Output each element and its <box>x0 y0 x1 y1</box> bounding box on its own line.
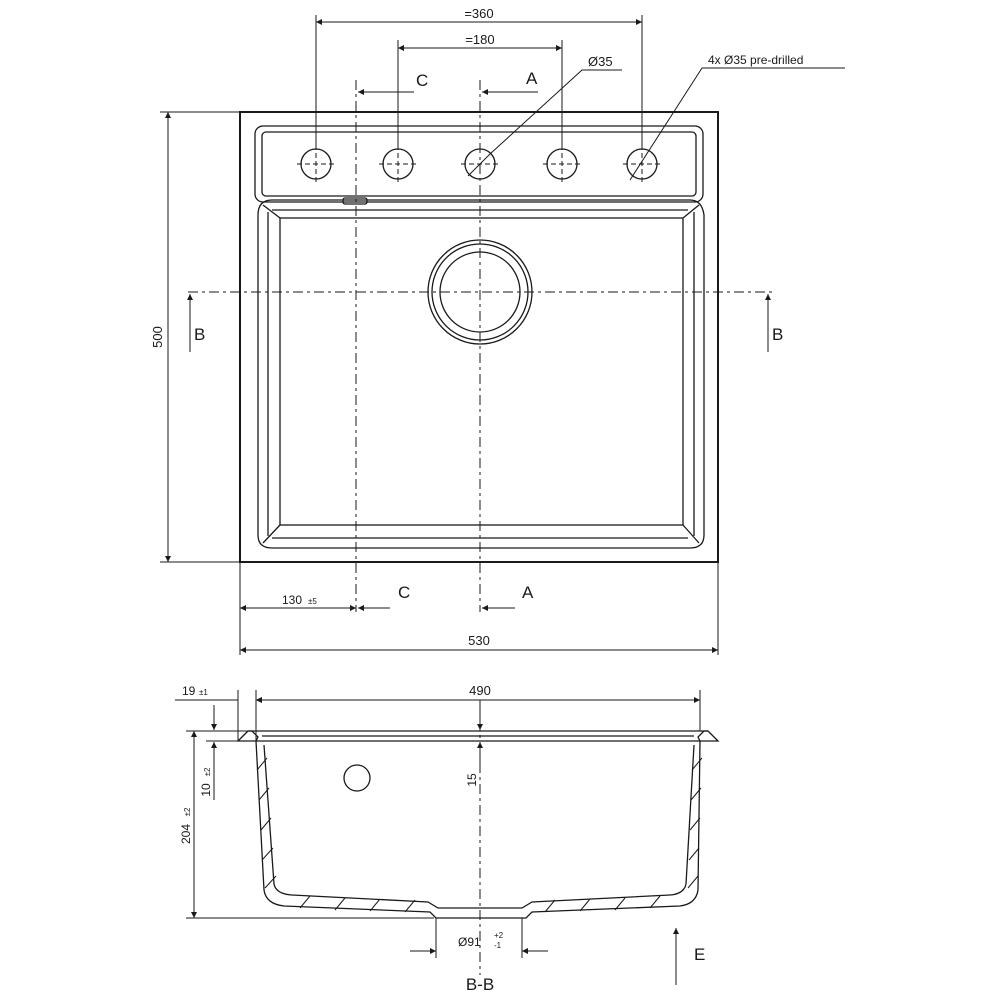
dim-label-15: 15 <box>465 773 479 787</box>
bowl-bottom-outline <box>279 217 684 526</box>
section-title-b-b: B-B <box>466 975 494 994</box>
leader-hole-diameter-tail <box>467 153 491 177</box>
dim-label-130-tolerance: ±5 <box>308 597 317 606</box>
dim-label-180: =180 <box>465 32 494 47</box>
section-a-label-top: A <box>526 69 538 88</box>
section-a-label-bottom: A <box>522 583 534 602</box>
dim-label-19-tolerance: ±1 <box>199 688 208 697</box>
dim-label-drain: Ø91 <box>458 935 481 949</box>
bowl-chamfer-line <box>262 204 281 219</box>
tap-holes <box>297 145 661 183</box>
label-hole-diameter: Ø35 <box>588 54 613 69</box>
dim-label-490: 490 <box>469 683 491 698</box>
label-predrilled: 4x Ø35 pre-drilled <box>708 53 803 67</box>
dim-label-10-tolerance: ±2 <box>203 767 212 776</box>
tap-deck-inner-outline <box>261 131 697 197</box>
section-view: 19 ±1 490 15 10 ±2 204 ±2 Ø91 +2 -1 E <box>175 683 720 994</box>
leader-hole-diameter <box>489 69 622 155</box>
section-rim-left <box>236 730 259 742</box>
section-b-label-left: B <box>194 325 205 344</box>
dim-label-10: 10 <box>199 783 213 797</box>
bowl-chamfer-line <box>262 524 281 544</box>
section-rim-right <box>697 730 720 742</box>
section-c-label-top: C <box>416 71 428 90</box>
section-c-label-bottom: C <box>398 583 410 602</box>
bowl-outer-outline <box>257 199 705 549</box>
section-hatching <box>256 757 703 913</box>
leader-predrilled <box>629 67 845 181</box>
tap-deck-outline <box>254 125 704 203</box>
dim-label-204: 204 <box>179 824 193 844</box>
dim-label-360: =360 <box>464 6 493 21</box>
bowl-chamfer-line <box>682 204 700 219</box>
sink-outer-outline <box>239 111 719 563</box>
overflow-slot <box>342 197 368 205</box>
dim-label-19: 19 <box>182 684 196 698</box>
section-b-label-right: B <box>772 325 783 344</box>
dim-label-500: 500 <box>150 326 165 348</box>
section-inner-profile <box>263 744 695 909</box>
dim-label-204-tolerance: ±2 <box>183 807 192 816</box>
section-outer-profile <box>255 740 701 919</box>
section-overflow-hole <box>343 764 371 792</box>
view-e-label: E <box>694 945 705 964</box>
dim-label-530: 530 <box>468 633 490 648</box>
dim-label-drain-tol-lower: -1 <box>494 941 502 950</box>
dim-label-drain-tol-upper: +2 <box>494 931 504 940</box>
bowl-chamfer-line <box>682 524 700 544</box>
dim-label-130: 130 <box>282 593 302 607</box>
top-view: =360 =180 Ø35 4x Ø35 pre-drilled C C A A… <box>150 6 845 655</box>
